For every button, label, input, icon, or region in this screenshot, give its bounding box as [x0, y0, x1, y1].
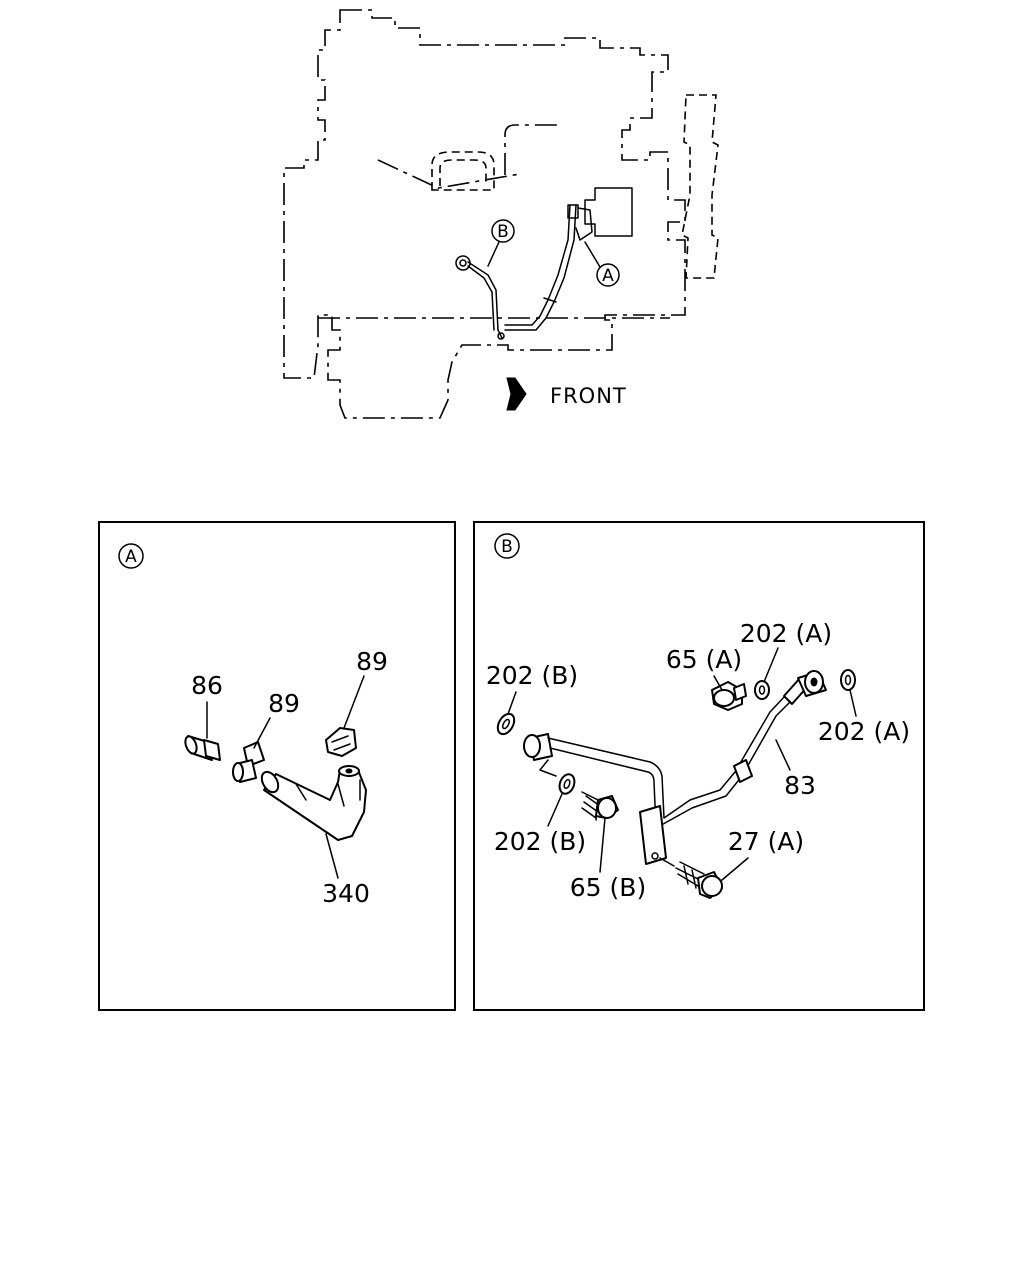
leader-89-right [343, 675, 365, 729]
turbo-body [584, 187, 633, 237]
engine-upper-line [504, 124, 560, 175]
front-label: FRONT [550, 384, 627, 408]
detail-a-header: A [125, 547, 137, 567]
part-340-hose [260, 765, 367, 841]
label-202b-bottom: 202 (B) [494, 827, 586, 856]
part-202a-washer-right [840, 669, 856, 691]
part-65a-bolt [711, 681, 747, 711]
part-65b-bolt [581, 791, 619, 821]
callout-b-label: B [497, 222, 509, 242]
label-202a-top: 202 (A) [740, 619, 832, 648]
part-27a-bolt [659, 857, 723, 899]
label-65a: 65 (A) [666, 645, 742, 674]
oil-feed-connector [567, 204, 593, 241]
banjo-fitting [455, 255, 471, 271]
label-83: 83 [784, 771, 816, 800]
detail-a-header-circle [118, 543, 144, 569]
leader-202a-top [763, 647, 779, 683]
part-83-pipe [523, 670, 827, 865]
label-202b-top: 202 (B) [486, 661, 578, 690]
bracket-bolt [497, 332, 505, 340]
oil-feed-joint [543, 297, 557, 303]
detail-b-header-circle [494, 533, 520, 559]
leader-340 [325, 833, 339, 879]
part-89-clip-left [232, 741, 265, 783]
front-arrow-icon [506, 377, 527, 411]
part-86-connector [184, 735, 221, 761]
callout-b-circle [491, 219, 515, 243]
part-202b-washer-bottom [558, 773, 576, 795]
part-89-clip-right [325, 727, 357, 757]
detail-a-frame [98, 521, 456, 1011]
callout-a-circle [596, 263, 620, 287]
detail-b-panel: B [473, 521, 925, 1011]
label-89-right: 89 [356, 647, 388, 676]
engine-overview: B A FRONT [283, 9, 719, 419]
leader-65b [599, 817, 606, 873]
fan-outline [681, 94, 719, 279]
detail-a-panel: A 86 89 89 [98, 521, 456, 1011]
leader-89-left [253, 717, 271, 749]
engine-outline [283, 9, 686, 419]
label-89-left: 89 [268, 689, 300, 718]
engine-head-line [377, 159, 521, 189]
label-202a-right: 202 (A) [818, 717, 910, 746]
leader-83 [775, 739, 791, 771]
detail-b-frame [473, 521, 925, 1011]
callout-b-leader [487, 241, 500, 267]
label-340: 340 [322, 879, 370, 908]
label-65b: 65 (B) [570, 873, 646, 902]
part-202a-washer-left [754, 680, 770, 700]
leader-27a [721, 857, 749, 881]
banjo-hole [459, 259, 467, 267]
leader-202b-bottom [547, 793, 563, 827]
leader-202a-right [849, 689, 857, 717]
label-86: 86 [191, 671, 223, 700]
engine-cover [431, 151, 495, 191]
leader-202b-top [507, 691, 517, 715]
label-27a: 27 (A) [728, 827, 804, 856]
oil-feed-pipe [504, 204, 577, 331]
oil-return-pipe [467, 261, 503, 339]
detail-b-header: B [501, 537, 513, 557]
callout-a-label: A [602, 266, 614, 286]
part-202b-washer-top [496, 712, 516, 736]
callout-a-leader [584, 241, 601, 268]
leader-65a [713, 675, 723, 691]
